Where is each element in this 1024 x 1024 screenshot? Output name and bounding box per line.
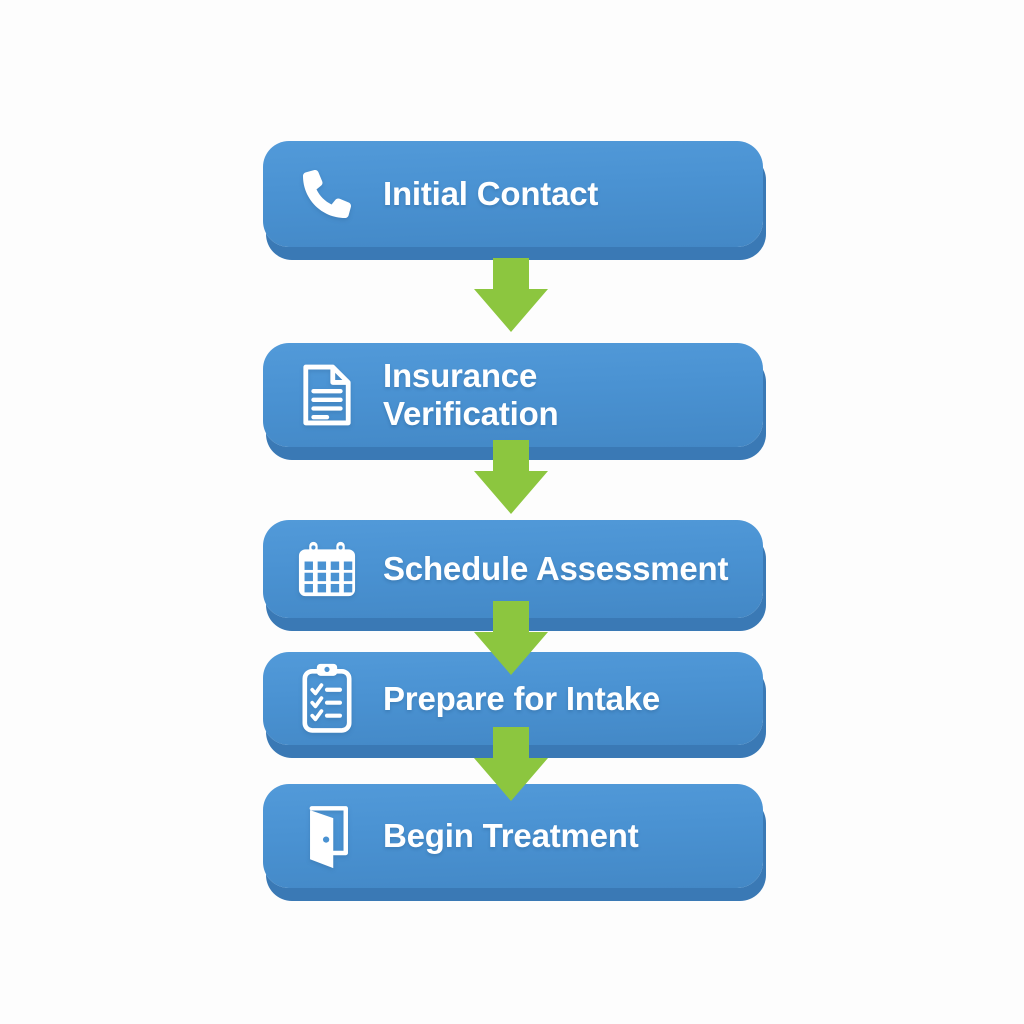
step-label-line: Prepare for Intake: [383, 679, 661, 717]
step-insurance-verification: Insurance Verification: [263, 343, 763, 447]
arrow-down-icon: [474, 440, 548, 514]
door-icon: [295, 802, 359, 870]
step-label-line: Verification: [383, 395, 559, 432]
arrow-down-icon: [474, 258, 548, 332]
calendar-icon: [295, 540, 359, 598]
arrow-down-icon: [474, 727, 548, 801]
step-label: Insurance Verification: [383, 357, 559, 433]
phone-icon: [295, 170, 359, 218]
step-label: Begin Treatment: [383, 817, 639, 855]
arrow-down-icon: [474, 601, 548, 675]
step-schedule-assessment: Schedule Assessment: [263, 520, 763, 618]
step-label-line: Begin Treatment: [383, 817, 639, 854]
document-icon: [295, 361, 359, 429]
step-label-line: Insurance: [383, 357, 538, 394]
step-label: Initial Contact: [383, 175, 598, 213]
step-begin-treatment: Begin Treatment: [263, 784, 763, 888]
step-label-line: Initial Contact: [383, 175, 599, 212]
step-label: Schedule Assessment: [383, 550, 728, 588]
step-initial-contact: Initial Contact: [263, 141, 763, 247]
step-label: Prepare for Intake: [383, 680, 660, 718]
step-label-line: Schedule Assessment: [383, 550, 729, 587]
clipboard-icon: [295, 662, 359, 736]
